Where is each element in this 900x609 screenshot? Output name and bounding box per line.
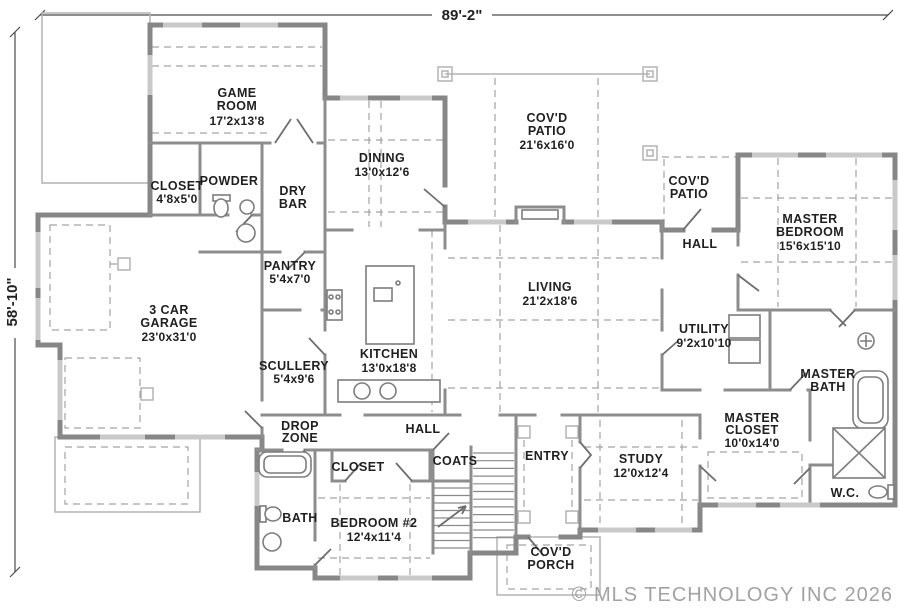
window-marks [35,22,898,581]
dashed-ceiling-lines [49,46,893,590]
label-master-bath-1: MASTER [800,367,855,381]
label-hall-rear: HALL [683,237,718,251]
label-covd-patio-rear-2: PATIO [670,187,708,201]
label-game-room-2: ROOM [217,99,258,113]
label-master-closet-2: CLOSET [725,423,778,437]
label-master-bedroom-1: MASTER [782,212,837,226]
label-game-room-1: GAME [217,86,256,100]
label-study: STUDY [619,452,664,466]
label-covd-porch-2: PORCH [527,558,574,572]
label-kitchen: KITCHEN [360,347,418,361]
dims-utility: 9'2x10'10 [676,336,731,350]
label-powder: POWDER [200,174,259,188]
label-closet-game: CLOSET [150,179,203,193]
dims-master-bedroom: 15'6x15'10 [779,239,841,253]
label-dining: DINING [359,151,405,165]
dims-dining: 13'0x12'6 [354,165,409,179]
label-covd-patio-main-1: COV'D [526,111,567,125]
master-sink-icon [857,332,875,350]
fixtures [212,194,895,552]
label-drop-zone-2: ZONE [282,431,318,445]
stairs-arrow-icon [437,505,467,528]
label-dry-bar-1: DRY [279,184,306,198]
dims-closet-game: 4'8x5'0 [156,192,197,206]
label-coats: COATS [433,454,478,468]
label-covd-porch-1: COV'D [530,545,571,559]
kitchen-island [365,265,415,345]
staircase [433,452,514,549]
dims-scullery: 5'4x9'6 [273,372,314,386]
range-icon [326,289,343,321]
label-dry-bar-2: BAR [279,197,307,211]
dims-living: 21'2x18'6 [522,294,577,308]
label-garage-1: 3 CAR [149,303,189,317]
powder-toilet-icon [212,194,231,218]
dimension-lines [9,9,894,578]
shower-icon [832,427,886,479]
door-swings [235,118,856,566]
dims-bedroom2: 12'4x11'4 [347,530,401,544]
dims-covd-patio-main: 21'6x16'0 [519,138,574,152]
kitchen-counter [337,379,441,403]
label-utility: UTILITY [679,322,729,336]
powder-sink-icon [239,199,255,215]
dims-pantry: 5'4x7'0 [269,272,310,286]
fireplace-icon [521,209,559,220]
label-bath2: BATH [282,511,317,525]
label-drop-zone-1: DROP [281,419,319,433]
overall-height-dimension: 58'-10" [4,277,21,326]
label-wc: W.C. [831,486,860,500]
watermark-copyright: © MLS TECHNOLOGY INC 2026 [572,584,893,606]
master-tub-icon [852,370,889,430]
bath2-sink-icon [262,532,282,552]
dims-kitchen: 13'0x18'8 [361,361,416,375]
label-scullery: SCULLERY [259,359,329,373]
wc-toilet-icon [868,484,895,500]
vanity-sink-icon [236,223,256,243]
bath2-tub-icon [258,451,312,478]
room-labels: GAME ROOM 17'2x13'8 CLOSET 4'8x5'0 POWDE… [140,86,859,572]
label-closet-bed2: CLOSET [331,460,384,474]
label-hall-main: HALL [406,422,441,436]
label-master-bath-2: BATH [810,380,845,394]
label-pantry: PANTRY [264,259,317,273]
dims-master-closet: 10'0x14'0 [724,436,779,450]
label-bedroom2: BEDROOM #2 [331,516,418,530]
overall-width-dimension: 89'-2" [442,7,483,24]
label-covd-patio-main-2: PATIO [528,124,566,138]
stair-treads [433,452,514,549]
label-garage-2: GARAGE [140,316,197,330]
label-living: LIVING [528,280,572,294]
label-master-closet-1: MASTER [724,411,779,425]
dims-game-room: 17'2x13'8 [209,114,264,128]
label-master-bedroom-2: BEDROOM [776,225,844,239]
label-entry: ENTRY [525,449,569,463]
label-covd-patio-rear-1: COV'D [668,174,709,188]
bath2-toilet-icon [259,505,282,523]
dims-garage: 23'0x31'0 [141,330,196,344]
dims-study: 12'0x12'4 [613,466,668,480]
interior-walls [148,96,897,570]
washer-dryer-icon [728,314,761,364]
